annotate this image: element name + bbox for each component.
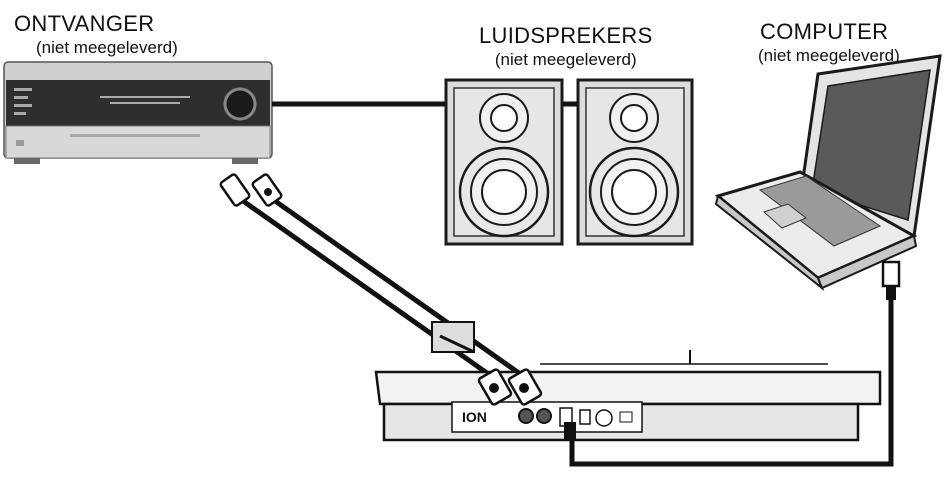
receiver-label: ONTVANGER (niet meegeleverd)	[14, 11, 178, 58]
speaker-left	[444, 78, 564, 246]
rca-plug-right-top	[251, 173, 283, 207]
computer-title: COMPUTER	[760, 19, 889, 44]
receiver-subtitle: (niet meegeleverd)	[36, 38, 178, 58]
speakers-label: LUIDSPREKERS (niet meegeleverd)	[479, 23, 653, 70]
computer-label: COMPUTER (niet meegeleverd)	[758, 19, 900, 66]
laptop-computer	[714, 54, 942, 292]
rca-plugs-turntable	[477, 368, 543, 406]
turntable-brand-logo: ION	[462, 409, 487, 425]
usb-cable	[569, 260, 901, 467]
computer-subtitle: (niet meegeleverd)	[758, 46, 900, 66]
turntable-device: ION	[374, 321, 882, 442]
speakers-subtitle: (niet meegeleverd)	[494, 50, 637, 70]
speakers-title: LUIDSPREKERS	[479, 23, 653, 48]
receiver-device	[3, 61, 273, 164]
speaker-right	[576, 78, 694, 246]
rca-plug-left-top	[219, 173, 251, 207]
receiver-title: ONTVANGER	[14, 11, 155, 36]
